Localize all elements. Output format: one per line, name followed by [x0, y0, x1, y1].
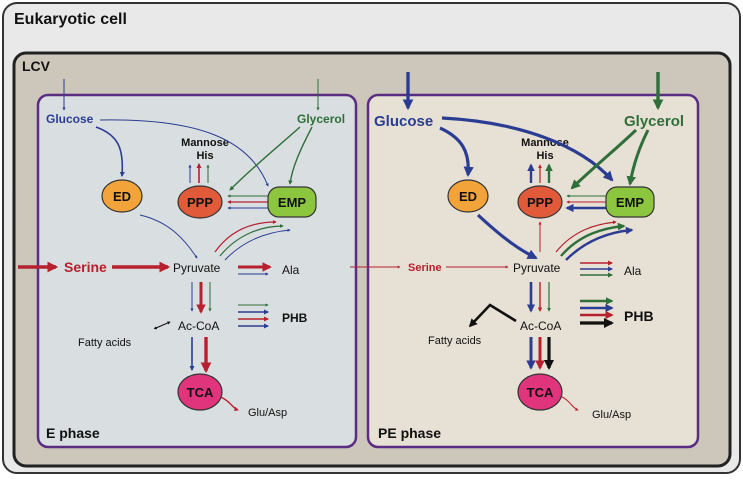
pyruvate-label: Pyruvate — [173, 261, 221, 275]
glucose-label-pe: Glucose — [374, 113, 433, 130]
tca-label: TCA — [187, 385, 214, 400]
lcv-label: LCV — [22, 58, 51, 74]
panel-pe-phase: Glucose Glycerol Mannose His Serine Pyru… — [350, 72, 700, 449]
ed-label-pe: ED — [459, 189, 477, 204]
serine-label: Serine — [64, 259, 107, 275]
acoa-label-pe: Ac-CoA — [520, 319, 561, 333]
acoa-label: Ac-CoA — [178, 319, 219, 333]
panel-e-phase: Glucose Glycerol Mannose His Serine Pyru… — [18, 79, 358, 449]
fatty-acids-label-pe: Fatty acids — [428, 335, 482, 347]
phb-label: PHB — [282, 311, 308, 325]
pyruvate-label-pe: Pyruvate — [513, 261, 561, 275]
emp-label: EMP — [278, 195, 307, 210]
ed-node-pe — [447, 179, 489, 213]
mannose-label: Mannose — [181, 137, 229, 149]
ppp-label-pe: PPP — [527, 195, 553, 210]
his-label-pe: His — [536, 150, 553, 162]
ppp-label: PPP — [187, 195, 213, 210]
tca-node-pe — [517, 373, 563, 411]
pe-phase-label: PE phase — [378, 425, 441, 441]
his-label: His — [196, 150, 213, 162]
ppp-node-pe — [517, 185, 563, 219]
glucose-label: Glucose — [46, 112, 94, 126]
ppp-node — [177, 185, 223, 219]
emp-node — [267, 186, 317, 218]
glycerol-label: Glycerol — [297, 112, 345, 126]
glycerol-label-pe: Glycerol — [624, 113, 684, 130]
ala-label-pe: Ala — [624, 264, 642, 278]
glu-asp-label: Glu/Asp — [248, 407, 287, 419]
emp-label-pe: EMP — [616, 195, 645, 210]
ed-node — [101, 179, 143, 213]
outer-title: Eukaryotic cell — [14, 11, 127, 28]
ala-label: Ala — [282, 263, 300, 277]
panel-pe-background — [366, 93, 700, 449]
e-phase-label: E phase — [46, 425, 100, 441]
mannose-label-pe: Mannose — [521, 137, 569, 149]
tca-node — [177, 373, 223, 411]
fatty-acids-label: Fatty acids — [78, 337, 132, 349]
glu-asp-label-pe: Glu/Asp — [592, 409, 631, 421]
ed-label: ED — [113, 189, 131, 204]
phb-label-pe: PHB — [624, 308, 654, 324]
tca-label-pe: TCA — [527, 385, 554, 400]
emp-node-pe — [605, 186, 655, 218]
serine-label-pe: Serine — [408, 262, 442, 274]
